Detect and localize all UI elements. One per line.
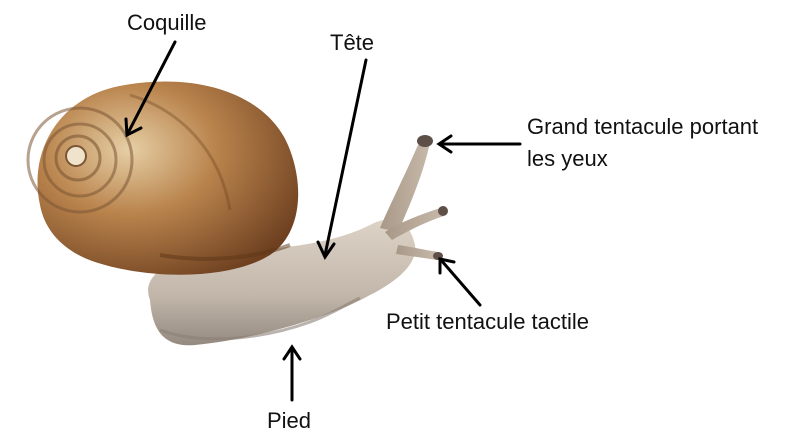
label-pied: Pied: [267, 408, 311, 434]
label-coquille: Coquille: [127, 10, 207, 36]
label-grand-tentacule-line2: les yeux: [527, 146, 608, 172]
eye-tentacle-tip: [417, 135, 433, 147]
label-petit-tentacule: Petit tentacule tactile: [386, 309, 589, 335]
label-grand-tentacule-line1: Grand tentacule portant: [527, 114, 758, 140]
label-tete: Tête: [330, 30, 374, 56]
arrow-tete: [325, 60, 366, 255]
snail-shell: [28, 81, 298, 274]
arrow-petit-tentacule: [441, 260, 480, 305]
